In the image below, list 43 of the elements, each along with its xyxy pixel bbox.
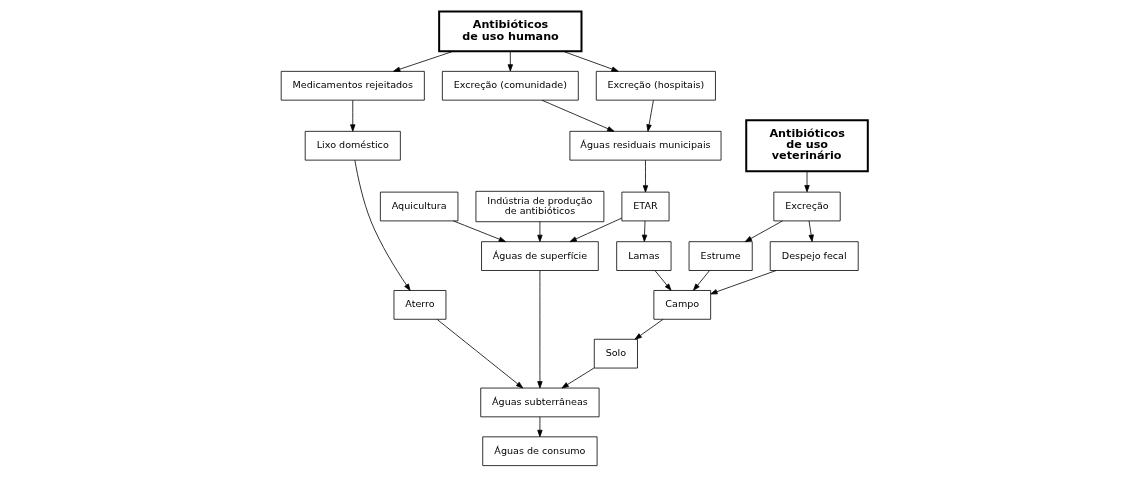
arrow (349, 100, 355, 132)
arrow (803, 171, 810, 193)
node-box: Campo (652, 290, 711, 320)
arrow (561, 367, 594, 389)
node-box: Despejo fecal (769, 241, 859, 271)
arrow (452, 220, 506, 243)
node-box: Medicamentos rejeitados (280, 70, 425, 101)
node-box: Antibióticos de uso veterinário (744, 119, 869, 173)
node-box: Estrume (688, 241, 753, 271)
arrow (692, 270, 710, 291)
arrow (536, 270, 543, 389)
arrow (536, 221, 543, 242)
node-box: Águas de consumo (481, 436, 597, 466)
arrow (562, 50, 619, 72)
node-box: Águas residuais municipais (569, 130, 721, 161)
node-box: Lamas (615, 241, 671, 271)
arrow (507, 51, 513, 72)
node-box: Aquicultura (379, 191, 458, 222)
arrow (645, 100, 654, 132)
node-box: Solo (593, 338, 638, 369)
node-box: Antibióticos de uso humano (437, 10, 582, 53)
node-box: Excreção (comunidade) (441, 70, 579, 101)
arrow (641, 220, 647, 242)
arrow (654, 270, 671, 291)
node-box: Águas de superfície (480, 241, 599, 271)
arrow (536, 416, 543, 438)
arrow (709, 270, 776, 295)
node-box: Águas subterrâneas (479, 387, 599, 418)
arrow (569, 217, 622, 243)
arrow (541, 99, 614, 132)
arrow (634, 318, 663, 340)
arrow (642, 159, 648, 193)
arrow (436, 319, 523, 389)
node-box: Aterro (393, 290, 446, 320)
node-box: Excreção (hospitais) (595, 70, 716, 101)
arrow (744, 220, 783, 243)
arrow (353, 159, 411, 291)
node-box: Lixo doméstico (304, 130, 401, 161)
arrow (392, 50, 453, 72)
arrow (808, 220, 814, 242)
node-box: Indústria de produção de antibióticos (475, 190, 604, 223)
node-box: ETAR (621, 191, 669, 222)
node-box: Excreção (772, 191, 841, 222)
